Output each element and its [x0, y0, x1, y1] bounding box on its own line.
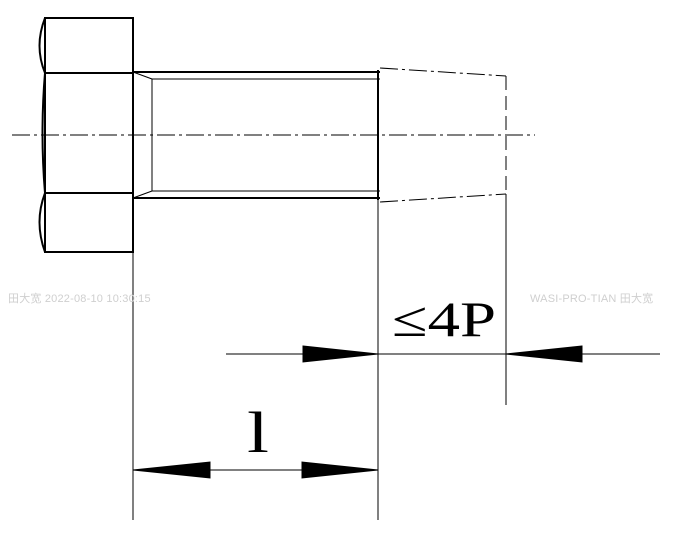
arrowhead-right-runout [505, 345, 583, 363]
runout-dimension [226, 345, 660, 363]
arrowhead-left-length [132, 461, 211, 479]
runout-dimension-label: ≤4P [392, 291, 496, 347]
watermark-right: WASI-PRO-TIAN 田大宽 [530, 293, 654, 305]
watermark-left: 田大宽 2022-08-10 10:30:15 [8, 293, 151, 305]
bolt-shank [132, 70, 380, 200]
arrowhead-right-length [301, 461, 379, 479]
bolt-head [38, 17, 134, 253]
length-dimension-label: l [247, 400, 269, 465]
length-dimension [132, 461, 379, 479]
thread-runout [379, 67, 507, 203]
extension-lines [132, 194, 507, 520]
arrowhead-left-runout [302, 345, 379, 363]
